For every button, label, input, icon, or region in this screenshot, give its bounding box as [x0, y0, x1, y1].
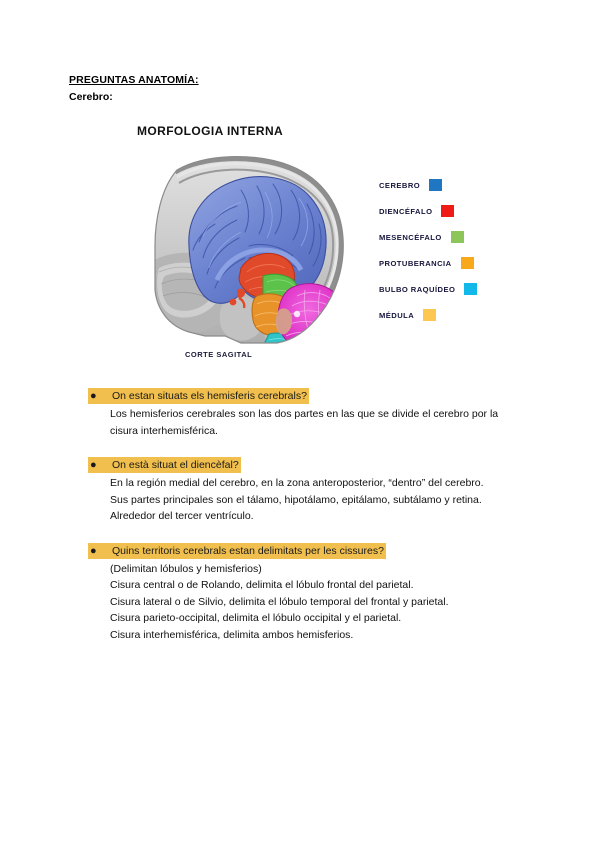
- legend-label: CEREBRO: [379, 180, 421, 190]
- question-row: ● Quins territoris cerebrals estan delim…: [88, 542, 540, 559]
- legend-color-swatch: [450, 231, 464, 243]
- answer-line: En la región medial del cerebro, en la z…: [110, 477, 484, 489]
- document-header: PREGUNTAS ANATOMÍA: Cerebro:: [69, 70, 539, 105]
- qa-block: ● Quins territoris cerebrals estan delim…: [88, 542, 540, 644]
- legend-color-swatch: [441, 205, 455, 217]
- page-title: PREGUNTAS ANATOMÍA:: [69, 74, 199, 86]
- answer-line: Alrededor del tercer ventrículo.: [110, 510, 254, 522]
- answer-line: cisura interhemisférica.: [110, 424, 218, 437]
- bullet-icon: ●: [88, 542, 110, 559]
- question-text: On estan situats els hemisferis cerebral…: [110, 388, 309, 404]
- question-text: On està situat el diencèfal?: [110, 457, 241, 473]
- answer-block: (Delimitan lóbulos y hemisferios) Cisura…: [110, 561, 540, 644]
- legend-item-protuberancia: PROTUBERANCIA: [379, 250, 539, 276]
- legend-label: MÉDULA: [379, 310, 415, 320]
- legend-item-diencefalo: DIENCÉFALO: [379, 198, 539, 224]
- answer-line: Cisura lateral o de Silvio, delimita el …: [110, 595, 449, 608]
- brain-sagittal-illustration: [145, 150, 360, 360]
- legend-color-swatch: [460, 257, 474, 269]
- legend-item-bulbo-raquideo: BULBO RAQUÍDEO: [379, 276, 539, 302]
- legend-color-swatch: [429, 179, 443, 191]
- answer-line: Cisura interhemisférica, delimita ambos …: [110, 628, 354, 641]
- qa-block: ● On estan situats els hemisferis cerebr…: [88, 388, 540, 439]
- question-text: Quins territoris cerebrals estan delimit…: [110, 542, 386, 559]
- document-subtitle: Cerebro:: [69, 91, 113, 103]
- legend-color-swatch: [423, 309, 437, 321]
- answer-block: En la región medial del cerebro, en la z…: [110, 475, 540, 525]
- legend-item-cerebro: CEREBRO: [379, 172, 539, 198]
- legend-item-medula: MÉDULA: [379, 302, 539, 328]
- brain-diagram-svg: [145, 150, 360, 360]
- answer-line: Cisura parieto-occipital, delimita el ló…: [110, 612, 402, 624]
- figure-caption: CORTE SAGITAL: [185, 350, 253, 359]
- legend-label: BULBO RAQUÍDEO: [379, 284, 456, 294]
- questions-answers-list: ● On estan situats els hemisferis cerebr…: [88, 388, 540, 643]
- answer-line: (Delimitan lóbulos y hemisferios): [110, 562, 262, 575]
- legend-label: PROTUBERANCIA: [379, 258, 452, 268]
- legend-color-swatch: [464, 283, 478, 295]
- figure-title: MORFOLOGIA INTERNA: [137, 124, 284, 138]
- legend-item-mesencefalo: MESENCÉFALO: [379, 224, 539, 250]
- figure-legend: CEREBRO DIENCÉFALO MESENCÉFALO PROTUBERA…: [379, 172, 539, 328]
- answer-line: Sus partes principales son el tálamo, hi…: [110, 493, 482, 506]
- legend-label: DIENCÉFALO: [379, 206, 433, 216]
- bullet-icon: ●: [88, 457, 110, 473]
- figure-morfologia-interna: MORFOLOGIA INTERNA: [69, 110, 539, 375]
- question-row: ● On està situat el diencèfal?: [88, 457, 540, 473]
- question-row: ● On estan situats els hemisferis cerebr…: [88, 388, 540, 404]
- legend-label: MESENCÉFALO: [379, 232, 442, 242]
- answer-line: Cisura central o de Rolando, delimita el…: [110, 579, 414, 591]
- answer-block: Los hemisferios cerebrales son las dos p…: [110, 406, 540, 439]
- answer-line: Los hemisferios cerebrales son las dos p…: [110, 408, 499, 420]
- qa-block: ● On està situat el diencèfal? En la reg…: [88, 457, 540, 525]
- bullet-icon: ●: [88, 388, 110, 404]
